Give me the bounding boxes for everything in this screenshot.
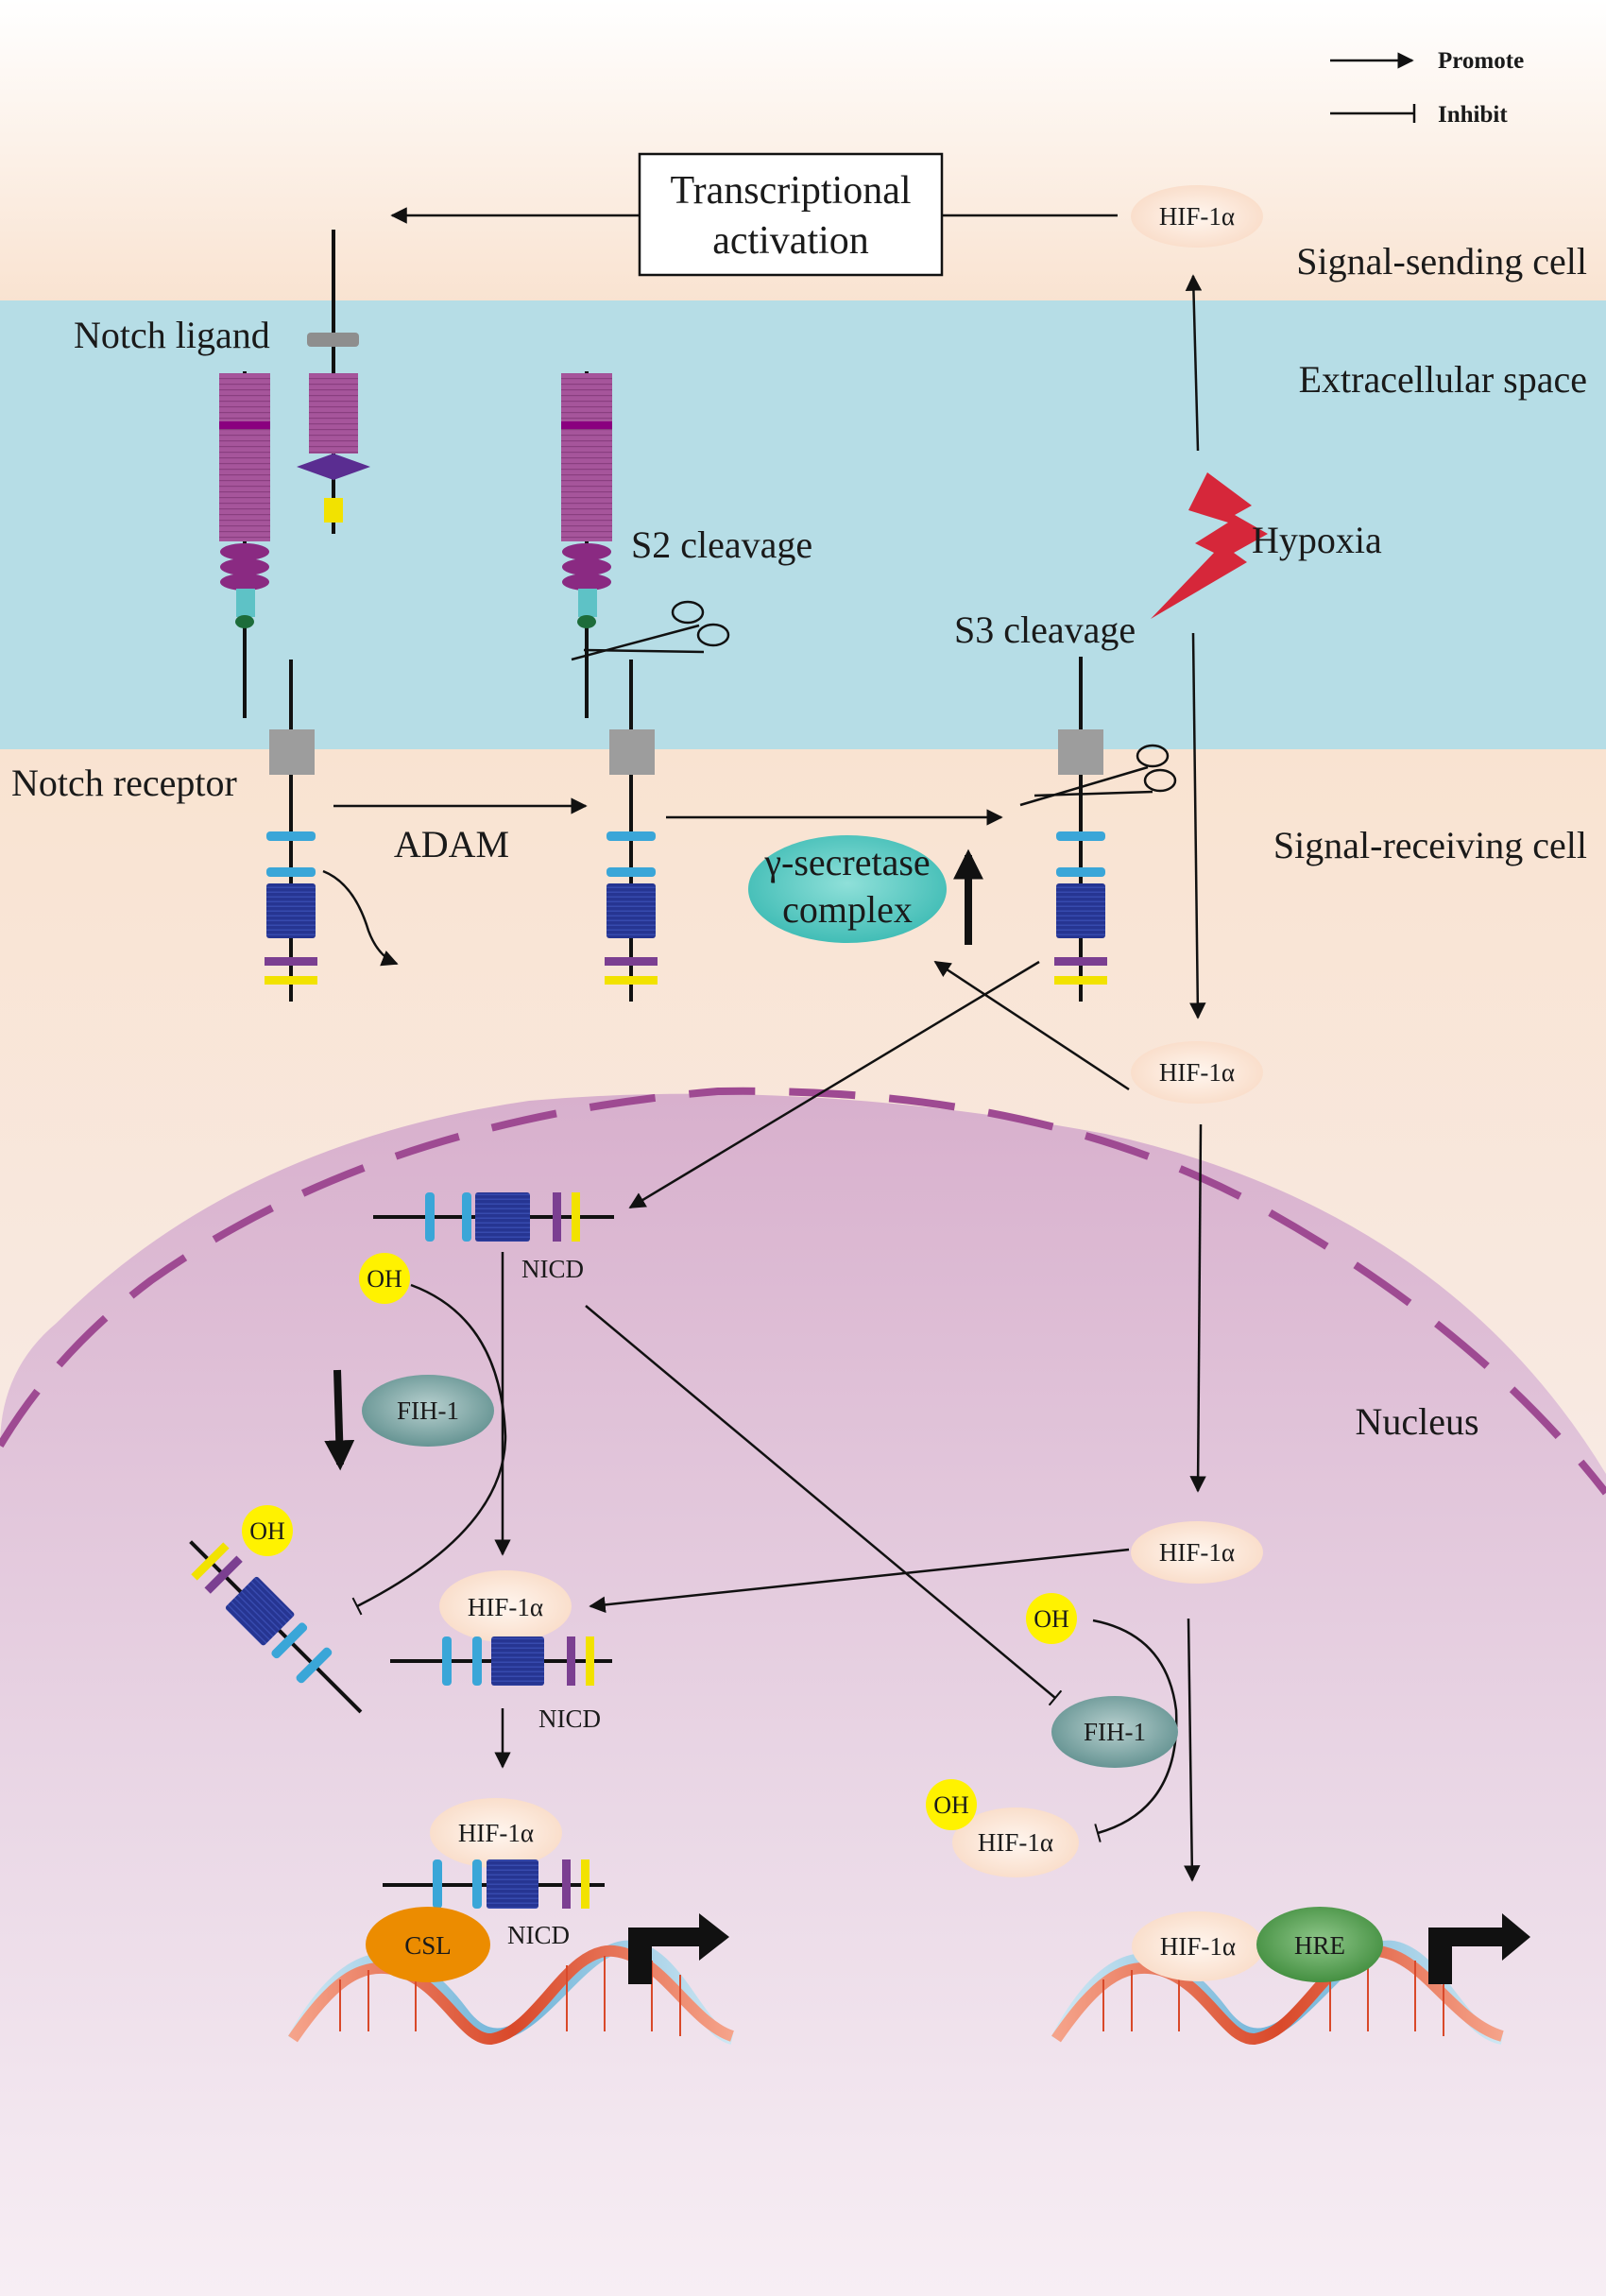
arrow-s3-to-nicd — [628, 960, 1040, 1209]
oh-group-2: OH — [242, 1505, 293, 1556]
transcriptional-label-line1: Transcriptional — [670, 169, 911, 213]
oh-group-3: OH — [1026, 1593, 1077, 1644]
gamma-label-line1: γ-secretase — [763, 841, 930, 883]
label-notch-ligand: Notch ligand — [74, 314, 270, 356]
inhibit-oh-to-hif — [1092, 1619, 1178, 1842]
svg-text:OH: OH — [1034, 1605, 1069, 1633]
svg-text:CSL: CSL — [404, 1931, 452, 1960]
notch-receptor-1 — [265, 660, 317, 1002]
oh-group-1: OH — [359, 1253, 410, 1304]
oh-group-4: OH — [926, 1779, 977, 1830]
arrow-cyto-hif-to-nuclear-hif — [1189, 1123, 1206, 1493]
hif1a-cytoplasm: HIF-1α — [1131, 1041, 1263, 1104]
svg-text:FIH-1: FIH-1 — [397, 1396, 459, 1425]
inhibit-oh-to-degraded-nicd — [351, 1283, 507, 1616]
label-hypoxia: Hypoxia — [1252, 519, 1382, 561]
transcription-start-right-icon — [1428, 1913, 1530, 1984]
notch-ligand-group: Notch ligand — [74, 230, 370, 718]
label-signal-receiving-cell: Signal-receiving cell — [1273, 824, 1587, 866]
notch-s3-stage — [1054, 657, 1107, 1002]
scissors-s2-icon — [571, 600, 730, 661]
csl: CSL — [366, 1907, 490, 1982]
legend-promote-label: Promote — [1438, 48, 1524, 74]
transcriptional-label-line2: activation — [712, 219, 869, 263]
transcription-start-left-icon — [628, 1913, 729, 1984]
svg-text:HIF-1α: HIF-1α — [978, 1828, 1053, 1857]
hif1a-hre-bound: HIF-1α — [1132, 1911, 1264, 1981]
svg-text:HIF-1α: HIF-1α — [1159, 1538, 1235, 1567]
label-s3-cleavage: S3 cleavage — [954, 608, 1136, 651]
svg-text:HIF-1α: HIF-1α — [1160, 1932, 1236, 1961]
arrow-hif-to-hre — [1184, 1618, 1201, 1882]
label-signal-sending-cell: Signal-sending cell — [1296, 240, 1587, 283]
hif1a-sending-cell: HIF-1α — [1131, 185, 1263, 248]
label-s2-cleavage: S2 cleavage — [631, 523, 812, 566]
csl-hif-nicd-complex: HIF-1α — [383, 1798, 605, 1909]
fih1-left: FIH-1 — [362, 1375, 494, 1447]
svg-text:OH: OH — [933, 1791, 969, 1819]
svg-text:HRE: HRE — [1294, 1931, 1345, 1960]
notch-s2-stage — [561, 371, 658, 1002]
gamma-label-line2: complex — [782, 888, 913, 931]
svg-text:HIF-1α: HIF-1α — [1159, 1058, 1235, 1087]
transcriptional-activation-box: Transcriptional activation — [638, 152, 944, 277]
svg-text:OH: OH — [367, 1265, 402, 1293]
label-nicd-2: NICD — [538, 1705, 601, 1733]
svg-text:HIF-1α: HIF-1α — [1159, 202, 1235, 231]
nuclear-envelope — [0, 1087, 1606, 1496]
fih1-right: FIH-1 — [1051, 1696, 1178, 1768]
hypoxia-bolt-icon — [1151, 472, 1268, 619]
arrow-ectodomain-release — [322, 869, 399, 967]
label-adam: ADAM — [394, 823, 509, 865]
gamma-secretase-complex: γ-secretase complex — [748, 835, 947, 943]
label-nicd-1: NICD — [521, 1255, 584, 1283]
hif-nicd-complex: HIF-1α — [390, 1570, 612, 1686]
label-nicd-3: NICD — [507, 1921, 570, 1949]
label-extracellular-space: Extracellular space — [1299, 358, 1587, 401]
arrow-hif-to-gamma — [933, 960, 1130, 1091]
scissors-s3-icon — [1019, 744, 1177, 807]
label-notch-receptor: Notch receptor — [11, 762, 237, 804]
ligand-diamond — [297, 454, 370, 480]
legend: Promote Inhibit — [1330, 48, 1524, 128]
nicd-hydroxylated — [189, 1540, 363, 1714]
arrow-fih-increase — [324, 1369, 355, 1471]
svg-text:HIF-1α: HIF-1α — [458, 1819, 534, 1847]
arrow-hypoxia-to-cyto-hif — [1189, 632, 1206, 1019]
hif1a-nucleus: HIF-1α — [1131, 1521, 1263, 1584]
svg-text:HIF-1α: HIF-1α — [468, 1593, 543, 1621]
svg-text:OH: OH — [249, 1517, 285, 1545]
inhibit-nicd-to-fih — [585, 1305, 1063, 1706]
label-nucleus: Nucleus — [1355, 1400, 1478, 1443]
arrow-hif-to-nicd-complex — [589, 1548, 1130, 1614]
legend-inhibit-label: Inhibit — [1438, 102, 1508, 128]
svg-text:FIH-1: FIH-1 — [1084, 1718, 1146, 1746]
receptor-egf-repeats — [219, 373, 270, 541]
hre: HRE — [1256, 1907, 1383, 1982]
hif1a-hydroxylated: HIF-1α — [952, 1808, 1079, 1877]
ligand-dsl-domain — [309, 373, 358, 454]
arrow-hypoxia-to-top-hif — [1185, 274, 1203, 452]
nicd-released — [373, 1192, 614, 1242]
